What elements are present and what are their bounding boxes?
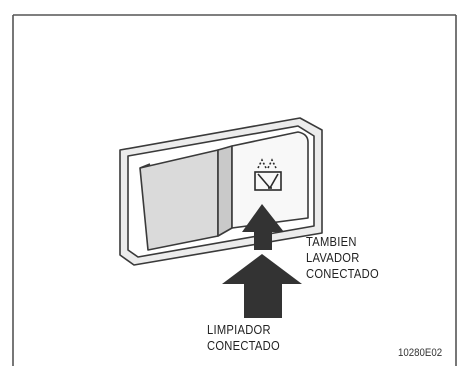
upper-callout-line-3: CONECTADO (306, 266, 379, 281)
lower-callout: LIMPIADOR CONECTADO (207, 322, 280, 354)
upper-arrow (242, 204, 284, 250)
upper-callout: TAMBIEN LAVADOR CONECTADO (306, 234, 379, 282)
lower-arrow (222, 254, 302, 318)
lower-callout-line-1: LIMPIADOR (207, 322, 271, 337)
upper-callout-line-2: LAVADOR (306, 250, 360, 265)
wiper-washer-icon (254, 158, 282, 191)
figure-code: 10280E02 (398, 347, 443, 359)
lower-callout-line-2: CONECTADO (207, 338, 280, 353)
upper-callout-line-1: TAMBIEN (306, 234, 357, 249)
page-frame (12, 14, 457, 366)
rocker-switch (139, 131, 309, 251)
